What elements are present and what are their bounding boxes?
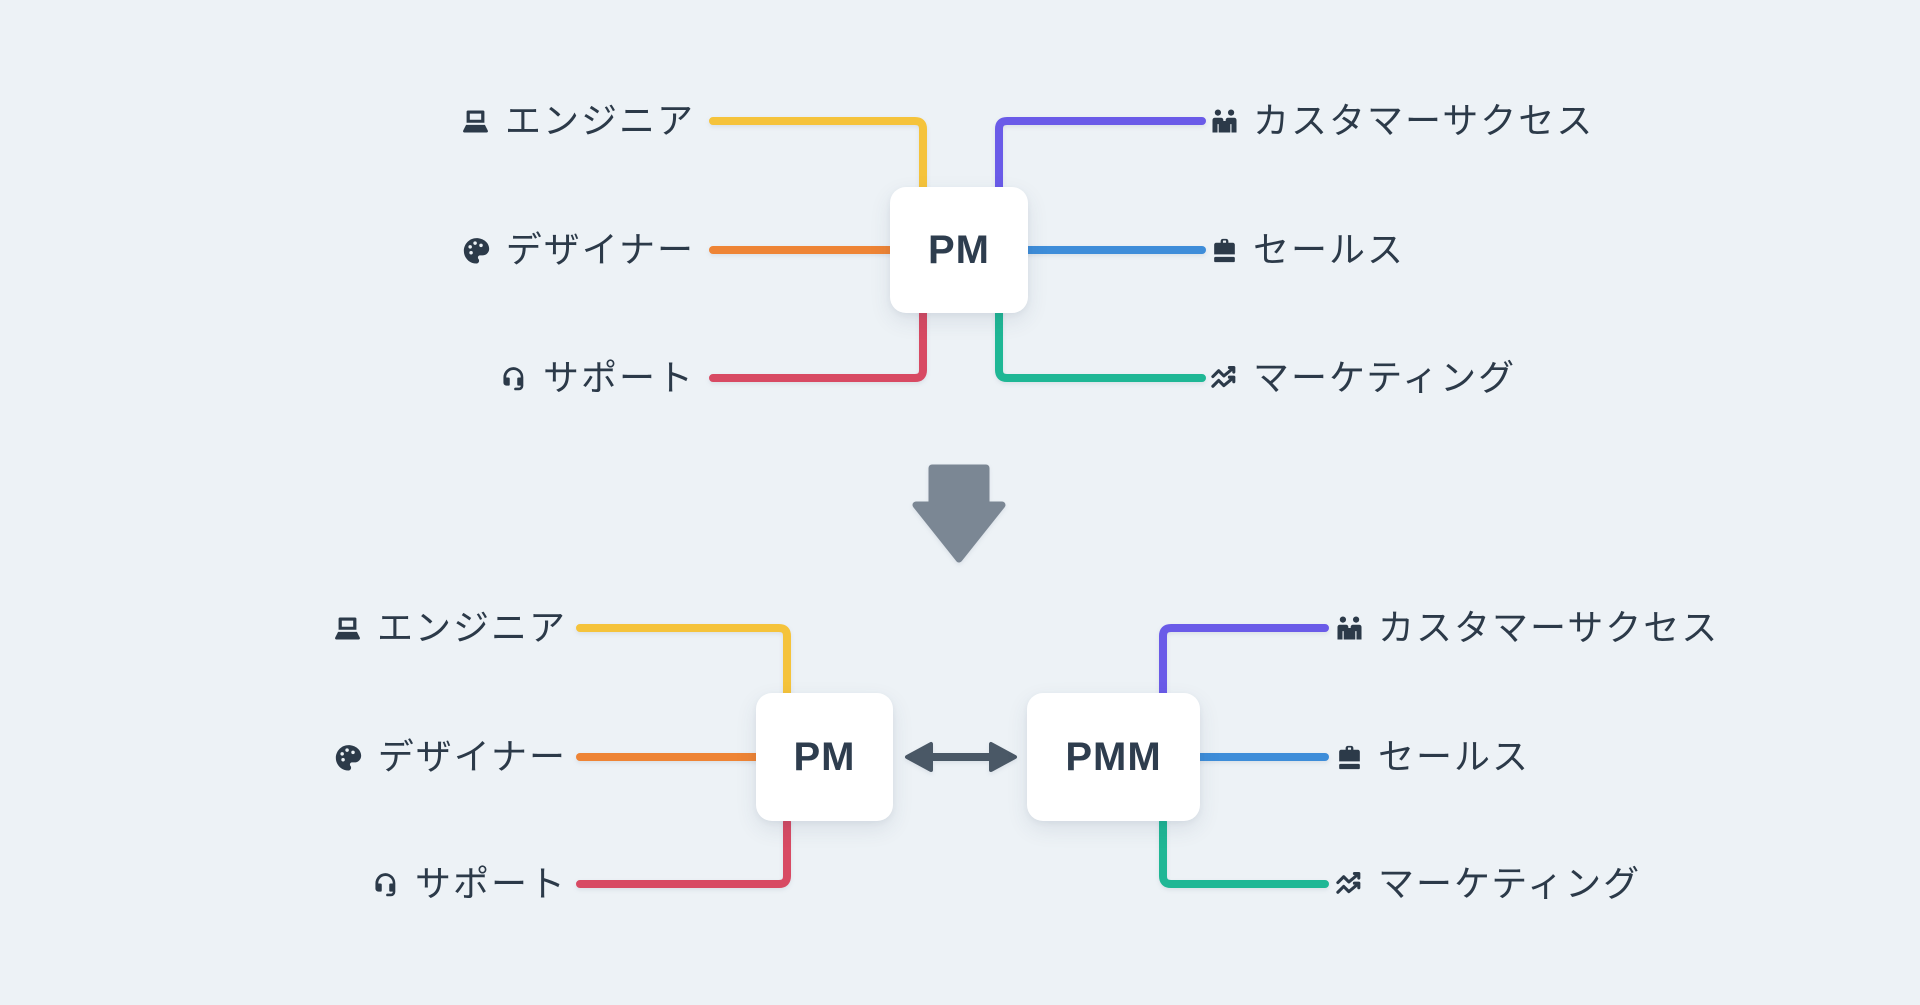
connector-marketing-before (995, 309, 1206, 382)
connector-support-before (709, 309, 927, 382)
role-label: サポート (542, 357, 695, 398)
headset-icon (498, 362, 530, 394)
role-label: デザイナー (505, 229, 695, 270)
role-customer-success-before: カスタマーサクセス (1208, 97, 1594, 145)
connector-support-after (576, 818, 791, 888)
laptop-icon (460, 105, 492, 137)
laptop-icon (332, 612, 364, 644)
role-label: マーケティング (1378, 863, 1642, 904)
pm-node-after: PM (756, 693, 893, 821)
palette-icon (461, 234, 493, 266)
role-sales-before: セールス (1208, 226, 1405, 274)
pm-node-before: PM (890, 187, 1028, 313)
role-marketing-before: マーケティング (1208, 354, 1516, 402)
role-marketing-after: マーケティング (1333, 860, 1641, 908)
role-engineer-before: エンジニア (460, 97, 695, 145)
role-label: サポート (414, 863, 567, 904)
role-label: カスタマーサクセス (1253, 100, 1595, 141)
connector-engineer-before (709, 117, 927, 191)
connector-engineer-after (576, 624, 791, 697)
handshake-icon (1208, 105, 1240, 137)
pm-node-after-label: PM (793, 734, 856, 779)
role-designer-before: デザイナー (461, 226, 695, 274)
role-label: エンジニア (376, 607, 567, 648)
role-label: カスタマーサクセス (1378, 607, 1720, 648)
role-label: セールス (1253, 229, 1406, 270)
palette-icon (333, 741, 365, 773)
double-arrow-icon (905, 742, 1017, 772)
role-designer-after: デザイナー (333, 733, 567, 781)
role-support-before: サポート (498, 354, 695, 402)
headset-icon (370, 868, 402, 900)
role-label: エンジニア (504, 100, 695, 141)
trending-icon (1208, 362, 1240, 394)
handshake-icon (1333, 612, 1365, 644)
role-engineer-after: エンジニア (332, 604, 567, 652)
pm-node-before-label: PM (928, 227, 990, 272)
connector-marketing-after (1159, 818, 1329, 888)
trending-icon (1333, 868, 1365, 900)
role-customer-success-after: カスタマーサクセス (1333, 604, 1719, 652)
role-label: デザイナー (377, 736, 567, 777)
briefcase-icon (1333, 741, 1365, 773)
arrow-down-icon (912, 464, 1006, 563)
connector-customer-success-after (1159, 624, 1329, 697)
pmm-node-after: PMM (1027, 693, 1200, 821)
role-sales-after: セールス (1333, 733, 1530, 781)
connector-customer-success-before (995, 117, 1206, 191)
role-label: マーケティング (1253, 357, 1517, 398)
role-support-after: サポート (370, 860, 567, 908)
briefcase-icon (1208, 234, 1240, 266)
pmm-node-after-label: PMM (1065, 734, 1162, 779)
role-label: セールス (1378, 736, 1531, 777)
